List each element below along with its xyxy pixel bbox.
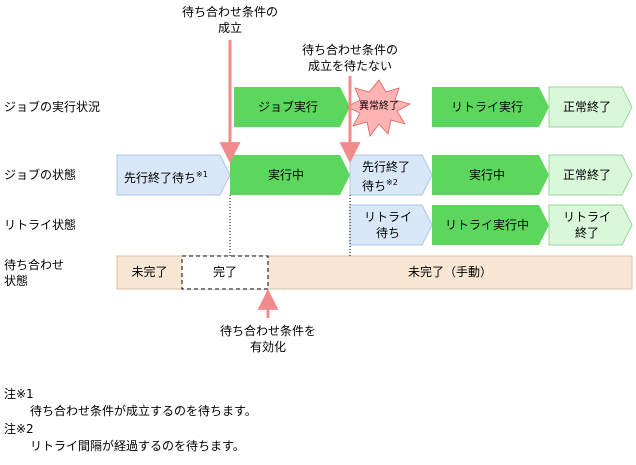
wait-end2-text: 待ち — [362, 179, 387, 193]
normal-end-arrow-shape-1 — [548, 86, 633, 128]
note-mark-2: ※2 — [386, 178, 398, 187]
complete-label: 完了 — [212, 265, 237, 279]
wait-end-text: 先行終了待ち — [124, 171, 197, 185]
note1-text: 待ち合わせ条件が成立するのを待ちます。 — [30, 404, 257, 418]
incomplete-label: 未完了 — [131, 265, 168, 279]
wait-end2-label-2: 待ち※2 — [362, 175, 398, 194]
retry-end-label-1: リトライ — [562, 210, 611, 224]
wait-end-arrow-shape — [116, 154, 231, 196]
row-label-wait-cond-2: 状態 — [4, 274, 29, 288]
wait-end2-label-1: 先行終了 — [362, 160, 411, 174]
retry-end-label-2: 終了 — [574, 226, 599, 240]
retry-end-arrow-shape — [548, 204, 633, 246]
job-exec-arrow-shape — [234, 87, 350, 127]
retry-exec-label: リトライ実行 — [450, 100, 523, 114]
note1-label: 注※1 — [4, 387, 34, 401]
wait-end-label: 先行終了待ち※1 — [124, 167, 208, 186]
row-label-job-status: ジョブの状態 — [4, 168, 77, 182]
retry-exec-arrow-shape — [432, 87, 549, 127]
annotation-mid-1: 待ち合わせ条件の — [301, 43, 398, 57]
incomplete-manual-label: 未完了（手動） — [407, 265, 492, 279]
row-label-wait-cond-1: 待ち合わせ — [4, 258, 65, 272]
running-label-1: 実行中 — [267, 168, 304, 182]
normal-end-label-2: 正常終了 — [562, 168, 611, 182]
retry-wait-label-2: 待ち — [375, 226, 400, 240]
abnormal-starburst-shape — [346, 79, 412, 137]
job-exec-label: ジョブ実行 — [257, 100, 318, 114]
annotation-bottom-1: 待ち合わせ条件を — [219, 324, 316, 338]
running-label-2: 実行中 — [468, 168, 505, 182]
annotation-bottom-2: 有効化 — [249, 340, 286, 354]
retry-wait-label-1: リトライ — [363, 210, 412, 224]
note2-label: 注※2 — [4, 422, 34, 436]
abnormal-label: 異常終了 — [359, 101, 399, 112]
running-arrow-shape-1 — [230, 155, 350, 195]
annotation-top-2: 成立 — [217, 21, 242, 35]
normal-end-arrow-shape-2 — [548, 154, 633, 196]
note2-text: リトライ間隔が経過するのを待ちます。 — [30, 439, 245, 453]
normal-end-label-1: 正常終了 — [562, 100, 611, 114]
row-label-retry-status: リトライ状態 — [4, 218, 77, 232]
complete-dashed-box — [181, 255, 269, 290]
wait-end2-arrow-shape — [349, 154, 433, 196]
retry-running-label: リトライ実行中 — [444, 218, 529, 232]
row-label-job-exec-status: ジョブの実行状況 — [4, 100, 101, 114]
annotation-top-1: 待ち合わせ条件の — [181, 5, 278, 19]
annotation-mid-2: 成立を待たない — [307, 59, 392, 73]
running-arrow-shape-2 — [432, 155, 549, 195]
retry-running-arrow-shape — [432, 205, 549, 245]
retry-wait-arrow-shape — [349, 204, 433, 246]
note-mark-1: ※1 — [196, 170, 208, 179]
